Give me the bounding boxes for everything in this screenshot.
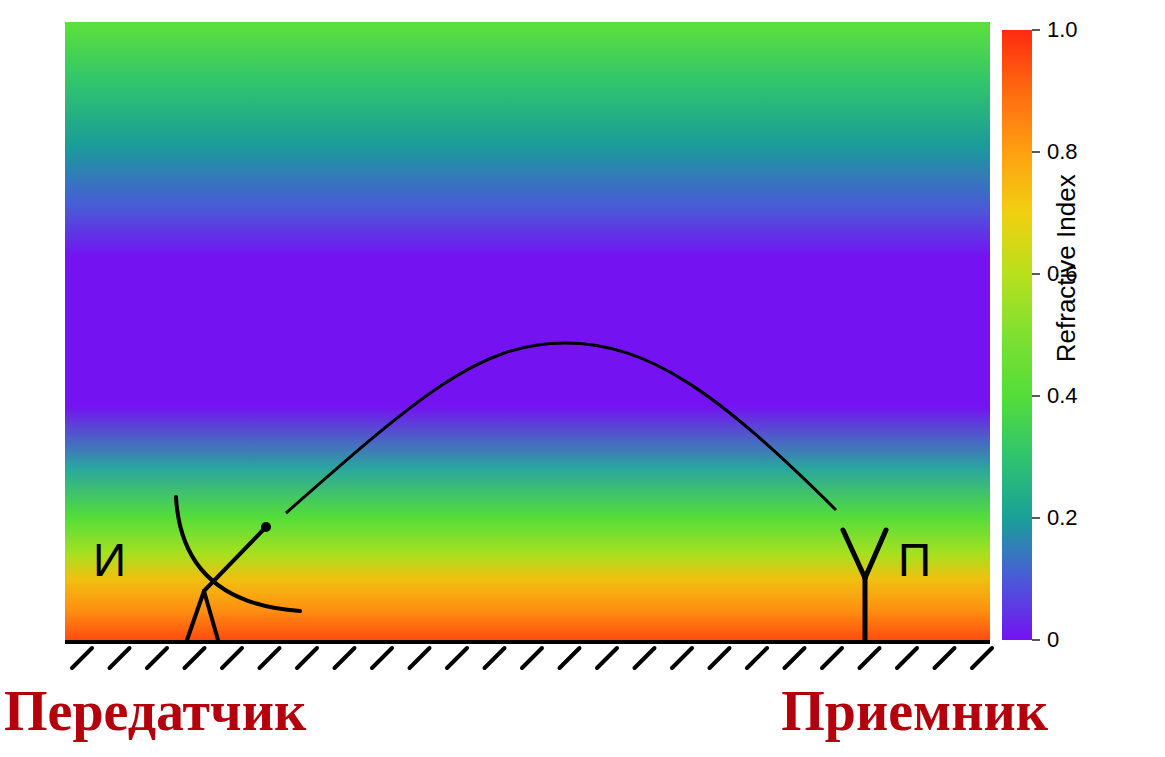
radio-ray [286,343,836,513]
hatch-stroke [710,648,730,668]
tick-label: 1.0 [1047,18,1078,42]
ground-line [65,640,990,644]
colorbar [1002,30,1032,640]
hatch-stroke [672,648,692,668]
hatch-stroke [747,648,767,668]
tick-label: 0.8 [1047,140,1078,164]
hatch-stroke [822,648,842,668]
dish-feed [261,522,271,532]
hatch-stroke [260,648,280,668]
hatch-stroke [635,648,655,668]
tick-label: 0 [1047,628,1059,652]
hatch-stroke [972,648,992,668]
colorbar-ticks [1032,30,1040,640]
hatch-stroke [560,648,580,668]
refraction-field [65,22,990,641]
tick-label: 0.4 [1047,384,1078,408]
hatch-stroke [372,648,392,668]
hatch-stroke [485,648,505,668]
hatch-stroke [335,648,355,668]
colorbar-title: Refractive Index [1052,174,1081,362]
hatch-stroke [897,648,917,668]
receiver-letter: П [898,535,931,586]
hatch-stroke [297,648,317,668]
hatch-stroke [447,648,467,668]
hatch-stroke [935,648,955,668]
receiver-antenna [843,530,886,640]
hatch-stroke [785,648,805,668]
transmitter-letter: И [93,535,126,586]
hatch-stroke [860,648,880,668]
hatch-stroke [147,648,167,668]
hatch-stroke [222,648,242,668]
hatch-stroke [410,648,430,668]
transmitter-caption: Передатчик [4,681,306,743]
hatch-stroke [185,648,205,668]
hatch-stroke [522,648,542,668]
tick-label: 0.2 [1047,506,1078,530]
ground-hatching [72,648,992,668]
hatch-stroke [597,648,617,668]
hatch-stroke [72,648,92,668]
receiver-caption: Приемник [781,681,1048,743]
hatch-stroke [110,648,130,668]
dish-antenna [176,497,300,640]
